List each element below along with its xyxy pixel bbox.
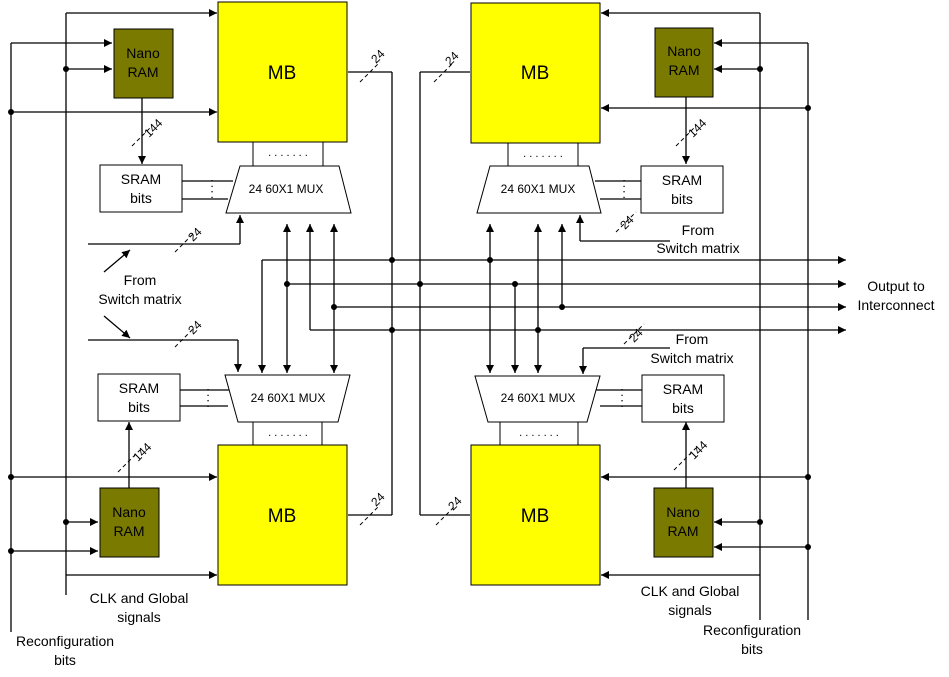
bus-width-label: 144 <box>141 116 165 140</box>
connector-dots: . . . . . . . <box>523 148 563 160</box>
sram-vdots: : <box>622 186 626 201</box>
clk-label-right-line1: CLK and Global <box>641 583 740 599</box>
clk-label-right-line2: signals <box>668 602 712 618</box>
switch-matrix-label-bottom-right-line1: From <box>676 331 709 347</box>
switch-matrix-label-bottom-right-line2: Switch matrix <box>650 350 733 366</box>
switch-matrix-label-top-right-line2: Switch matrix <box>656 240 739 256</box>
right-vertical-lines <box>601 9 811 620</box>
connector-dots: . . . . . . . <box>519 427 559 439</box>
mux-interconnect-verticals <box>258 224 566 373</box>
bus-width-label: 24 <box>442 49 462 69</box>
mb-block-bottom-left <box>217 444 348 586</box>
sram-vdots: : <box>206 384 210 399</box>
bus-width-label: 24 <box>445 494 465 514</box>
quadrant-top-right: MB Nano RAM . . . . . . . SRAM bits : : … <box>442 2 724 233</box>
connector-dots: . . . . . . . <box>268 427 308 439</box>
mb-label: MB <box>521 506 550 527</box>
nanoram-label-line2: RAM <box>113 523 144 539</box>
switch-matrix-inputs <box>88 211 670 374</box>
sram-label-line1: SRAM <box>121 171 161 187</box>
sram-block-top-right <box>640 165 724 214</box>
bus-width-label: 144 <box>686 438 710 462</box>
mux-bottom-right <box>474 375 601 423</box>
quadrant-top-left: MB Nano RAM . . . . . . . SRAM bits : : … <box>99 1 388 245</box>
switch-matrix-label-top-right-line1: From <box>682 222 715 238</box>
left-vertical-lines <box>8 9 217 632</box>
quadrant-bottom-left: SRAM bits : : 24 60X1 MUX . . . . . . . … <box>97 318 388 586</box>
bus-width-label: 144 <box>685 116 709 140</box>
mux-bottom-left <box>224 374 351 423</box>
mb-label: MB <box>521 63 550 84</box>
annotation-labels: From Switch matrix From Switch matrix Fr… <box>16 222 935 668</box>
reconfig-label-right-line2: bits <box>741 641 763 657</box>
mb-label: MB <box>268 506 297 527</box>
bus-width-label: 24 <box>368 490 388 510</box>
reconfig-label-left-line1: Reconfiguration <box>16 633 114 649</box>
sram-label-line2: bits <box>128 399 150 415</box>
mb-block-bottom-right <box>470 444 601 586</box>
mb-block-top-left <box>217 1 348 143</box>
nanoram-sram-links <box>117 97 697 488</box>
sram-label-line2: bits <box>671 191 693 207</box>
nanoram-label-line1: Nano <box>112 504 146 520</box>
mb-connector-top-left <box>252 141 324 167</box>
nanoram-label-line2: RAM <box>668 62 699 78</box>
reconfig-label-right-line1: Reconfiguration <box>703 622 801 638</box>
switch-matrix-label-left-line2: Switch matrix <box>98 291 181 307</box>
sram-vdots: : <box>210 175 214 190</box>
mux-top-right <box>476 165 602 214</box>
mux-label: 24 60X1 MUX <box>249 182 324 196</box>
sram-vdots: : <box>620 395 624 410</box>
sram-label-line2: bits <box>130 190 152 206</box>
clk-label-left-line1: CLK and Global <box>90 590 189 606</box>
bus-width-label: 24 <box>368 47 388 67</box>
nanoram-label-line1: Nano <box>126 45 160 61</box>
sram-block-bottom-right <box>641 374 725 423</box>
mux-label: 24 60X1 MUX <box>501 182 576 196</box>
sram-block-bottom-left <box>97 373 181 422</box>
nanoram-block-bottom-left <box>99 487 160 558</box>
nanoram-block-top-right <box>654 27 714 98</box>
bus-width-label: 24 <box>626 326 646 346</box>
sram-label-line1: SRAM <box>662 172 702 188</box>
mux-label: 24 60X1 MUX <box>501 391 576 405</box>
bus-width-label: 24 <box>185 318 205 338</box>
nanoram-label-line2: RAM <box>667 523 698 539</box>
mb-label: MB <box>268 63 297 84</box>
reconfig-label-left-line2: bits <box>54 652 76 668</box>
bus-width-label: 144 <box>130 440 154 464</box>
nanoram-block-top-left <box>113 28 174 99</box>
quadrant-bottom-right: 24 60X1 MUX SRAM bits : : . . . . . . . … <box>445 326 725 586</box>
nanoram-label-line2: RAM <box>127 64 158 80</box>
clk-label-left-line2: signals <box>117 609 161 625</box>
switch-matrix-label-left-line1: From <box>124 272 157 288</box>
mux-top-left <box>225 165 352 214</box>
nanoram-label-line1: Nano <box>667 43 701 59</box>
output-label-line1: Output to <box>867 278 925 294</box>
nanoram-block-bottom-right <box>653 487 714 558</box>
mux-label: 24 60X1 MUX <box>251 391 326 405</box>
bus-width-label: 24 <box>185 225 205 245</box>
sram-label-line1: SRAM <box>663 381 703 397</box>
sram-vdots: : <box>620 384 624 399</box>
sram-mux-links <box>180 180 642 407</box>
mb-output-paths <box>348 61 470 526</box>
sram-label-line2: bits <box>672 400 694 416</box>
sram-vdots: : <box>210 186 214 201</box>
output-label-line2: Interconnect <box>857 297 934 313</box>
mb-block-top-right <box>470 2 601 144</box>
output-buses <box>262 256 846 334</box>
bus-width-label: 24 <box>617 213 637 233</box>
sram-label-line1: SRAM <box>119 380 159 396</box>
sram-vdots: : <box>622 175 626 190</box>
nanoram-label-line1: Nano <box>666 504 700 520</box>
sram-block-top-left <box>99 164 183 213</box>
sram-vdots: : <box>206 395 210 410</box>
connector-dots: . . . . . . . <box>268 147 308 159</box>
